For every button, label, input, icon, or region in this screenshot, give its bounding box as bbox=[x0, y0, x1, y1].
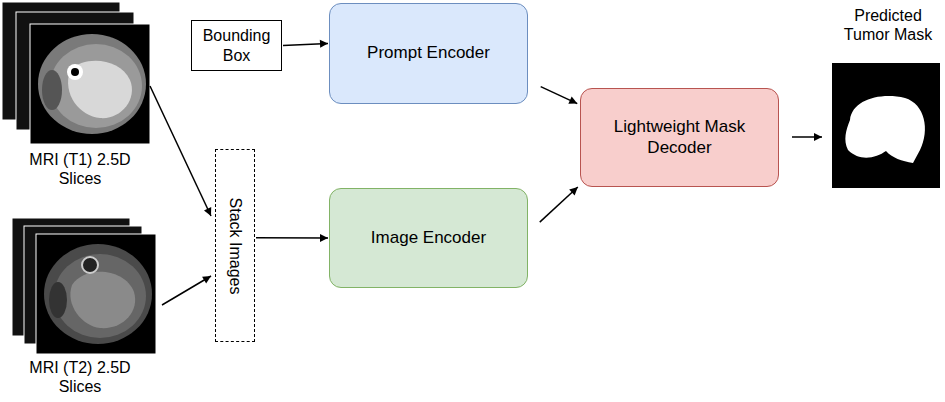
mri-t2-stack bbox=[12, 218, 156, 354]
image-arrow bbox=[162, 276, 211, 305]
node-text: Lightweight Mask Decoder bbox=[590, 117, 769, 158]
stack-box: Stack Images bbox=[215, 149, 255, 342]
node-text: Stack Images bbox=[225, 197, 244, 294]
encoder-box: Prompt Encoder bbox=[329, 3, 528, 104]
image-arrow bbox=[150, 86, 211, 216]
output-arrow bbox=[792, 136, 822, 138]
node-text: Image Encoder bbox=[371, 228, 486, 248]
decoder-box: Lightweight Mask Decoder bbox=[580, 88, 779, 187]
flow-arrow bbox=[283, 43, 328, 45]
mri-t1-stack bbox=[2, 2, 150, 144]
flow-arrow bbox=[540, 187, 578, 222]
prompt-input-box: Bounding Box bbox=[191, 20, 282, 71]
output-caption: Predicted Tumor Mask bbox=[836, 6, 940, 44]
image-caption: MRI (T2) 2.5D Slices bbox=[20, 358, 140, 396]
image-caption: MRI (T1) 2.5D Slices bbox=[20, 150, 140, 188]
encoder-box: Image Encoder bbox=[329, 188, 528, 288]
node-text: Bounding Box bbox=[201, 26, 272, 64]
node-text: Prompt Encoder bbox=[367, 43, 490, 63]
tumor-mask bbox=[832, 63, 940, 188]
flow-arrow bbox=[256, 237, 328, 239]
flow-arrow bbox=[541, 87, 578, 104]
